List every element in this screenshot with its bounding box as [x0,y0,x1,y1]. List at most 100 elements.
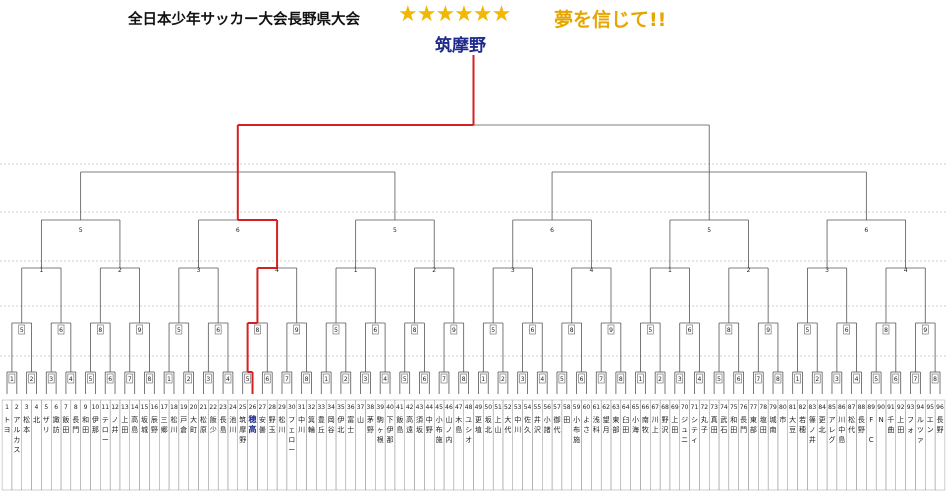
match-box [136,324,143,335]
match-label: 3 [49,376,53,383]
team-number: 11 [101,404,109,411]
team-name-char: 野 [426,426,433,434]
match-label: 9 [452,327,456,334]
team-name-char: シ [465,426,472,434]
match-box [87,373,94,384]
team-cell [797,399,808,491]
match-label: 8 [413,327,417,334]
team-name-char: 遠 [406,425,413,434]
match-label: 6 [216,327,220,334]
team-number: 46 [445,404,453,411]
team-number: 77 [750,404,758,411]
team-cell [394,399,405,491]
team-name-char: 伊 [92,415,99,424]
match-box [28,373,35,384]
match-label: 8 [98,327,102,334]
team-name-char: 輪 [308,425,315,434]
team-number: 42 [406,404,414,411]
team-name-char: 更 [475,416,482,424]
team-cell [905,399,916,491]
team-number: 63 [612,404,620,411]
match-label: 2 [815,376,819,383]
team-name-char: 子 [701,426,708,434]
team-name-char: 小 [632,415,639,424]
match-label: 5 [79,227,83,234]
team-name-char: 諏 [53,415,60,424]
team-name-char: 長 [72,416,79,424]
team-number: 93 [907,404,915,411]
team-name-char: フ [288,416,295,424]
team-number: 14 [131,404,139,411]
match-label: 8 [462,376,466,383]
match-label: 4 [589,267,593,274]
match-label: 8 [570,327,574,334]
team-name-char: 代 [504,425,511,434]
team-name-char: F [869,416,873,424]
match-label: 4 [855,376,859,383]
team-name-char: 真 [711,415,718,424]
match-label: 7 [599,376,603,383]
match-label: 7 [128,376,132,383]
team-number: 65 [632,404,640,411]
match-box [322,373,330,384]
team-cell [561,399,572,491]
match-label: 2 [30,376,34,383]
team-name-char: 高 [406,415,413,424]
team-cell [600,399,612,491]
match-box [175,324,183,335]
champion-name: 筑摩野 [435,36,486,56]
team-name-char: 代 [553,425,560,434]
team-number: 36 [347,404,355,411]
team-name-char: 長 [937,416,944,424]
team-number: 88 [858,404,866,411]
team-cell [777,399,788,491]
team-number: 74 [720,404,728,411]
match-label: 3 [825,267,829,274]
match-label: 7 [914,376,918,383]
team-cell [41,399,52,491]
match-box [607,324,615,335]
match-label: 5 [648,327,652,334]
match-label: 1 [481,376,485,383]
team-number: 37 [357,404,365,411]
match-label: 4 [540,376,544,383]
team-name-char: 山 [357,415,364,424]
team-name-char: 千 [887,415,894,424]
team-name-char: 沢 [534,425,541,434]
team-name-char: 松 [23,415,30,424]
team-cell [709,399,720,491]
team-name-char: 飯 [62,415,69,424]
team-name-char: 海 [632,425,639,434]
match-label: 2 [658,376,662,383]
match-box [342,373,350,384]
header: 全日本少年サッカー大会長野県大会 ★★★★★★ 夢を信じて!! 筑摩野 [0,0,947,60]
team-cell [100,399,111,491]
team-number: 1 [5,404,9,411]
team-cell [807,399,818,491]
team-cell [875,399,887,491]
team-cell [925,399,936,491]
match-box [725,324,733,335]
match-label: 6 [108,376,112,383]
match-label: 3 [364,376,368,383]
match-label: 8 [884,327,888,334]
team-name-char: 小 [544,415,551,424]
team-name-char: 門 [740,426,747,434]
team-cell [384,399,396,491]
team-number: 28 [268,404,276,411]
team-number: 57 [553,404,561,411]
team-number: 24 [229,404,237,411]
match-box [597,373,605,384]
team-name-char: ノ [112,416,119,424]
team-name-char: 井 [534,415,541,424]
team-number: 16 [150,404,158,411]
match-box [185,373,192,384]
team-cell [483,399,494,491]
team-name-char: 南 [642,415,649,424]
team-cell [463,399,474,491]
team-number: 96 [936,404,944,411]
team-name-char: 那 [92,426,99,434]
team-cell [659,399,671,491]
match-box [578,373,585,384]
team-name-char: 島 [455,425,462,434]
